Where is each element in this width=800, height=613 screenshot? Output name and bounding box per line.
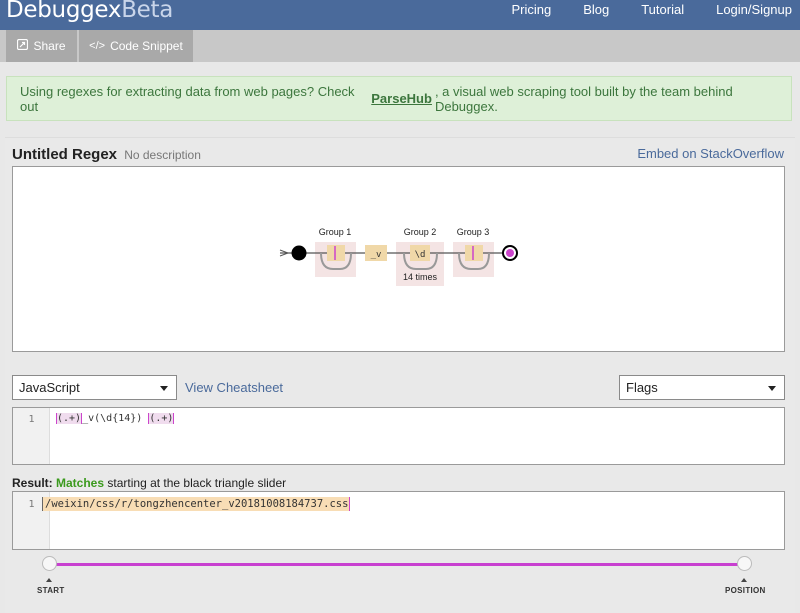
flags-value: Flags — [626, 380, 658, 395]
line-number: 1 — [28, 499, 35, 510]
parsehub-link[interactable]: ParseHub — [371, 91, 432, 106]
flags-select[interactable]: Flags — [619, 375, 785, 400]
logo[interactable]: DebuggexBeta — [6, 0, 173, 23]
g1-any-token — [327, 245, 345, 261]
flavor-value: JavaScript — [19, 380, 80, 395]
chevron-down-icon — [160, 386, 168, 391]
toolbar: Share </> Code Snippet — [0, 30, 800, 62]
group-2-label: Group 2 — [404, 227, 437, 237]
g3-any-token — [465, 245, 483, 261]
position-label: POSITION — [725, 586, 766, 595]
share-button[interactable]: Share — [6, 30, 77, 62]
regex-title: Untitled Regex No description — [12, 146, 201, 163]
banner-text-before: Using regexes for extracting data from w… — [20, 83, 355, 114]
top-navbar: DebuggexBeta Pricing Blog Tutorial Login… — [0, 0, 800, 30]
result-label: Result: Matches starting at the black tr… — [12, 476, 286, 490]
start-node — [291, 245, 307, 261]
nav-blog[interactable]: Blog — [583, 2, 610, 17]
regex-code[interactable]: (.+)_v(\d{14}) (.+) — [56, 413, 175, 424]
position-slider-handle[interactable] — [737, 556, 752, 571]
line-gutter — [13, 408, 50, 464]
railroad-diagram: Group 1 Group 2 Group 3 _v \d 14 times — [12, 166, 785, 352]
embed-stackoverflow-link[interactable]: Embed on StackOverflow — [637, 146, 784, 161]
result-prefix: Result: — [12, 476, 53, 490]
position-triangle-icon — [741, 578, 747, 582]
flavor-select[interactable]: JavaScript — [12, 375, 177, 400]
repeat-label: 14 times — [403, 272, 438, 282]
literal-code: _v — [81, 413, 95, 424]
regex-description[interactable]: No description — [124, 148, 201, 162]
literal-label: _v — [371, 250, 382, 260]
chevron-down-icon — [768, 386, 776, 391]
group-1-code: (.+) — [56, 413, 82, 424]
match-status: Matches — [56, 476, 105, 490]
group-3-code: (.+) — [148, 413, 175, 424]
start-slider-handle[interactable] — [42, 556, 57, 571]
cheatsheet-link[interactable]: View Cheatsheet — [185, 380, 284, 395]
logo-main: Debuggex — [6, 0, 122, 23]
code-icon: </> — [89, 40, 106, 52]
result-suffix: starting at the black triangle slider — [107, 476, 287, 490]
literal-token — [365, 245, 387, 261]
regex-input[interactable]: 1 (.+)_v(\d{14}) (.+) — [12, 407, 785, 465]
share-icon — [17, 38, 29, 53]
banner-text-after: , a visual web scraping tool built by th… — [434, 83, 733, 114]
test-string-text[interactable]: /weixin/css/r/tongzhencenter_v2018100818… — [42, 497, 351, 511]
digit-label: \d — [415, 250, 426, 260]
nav-tutorial[interactable]: Tutorial — [641, 2, 685, 17]
code-snippet-label: Code Snippet — [110, 39, 183, 53]
group-2-code: (\d{14}) — [94, 413, 143, 424]
start-triangle-icon — [46, 578, 52, 582]
group-1-label: Group 1 — [319, 227, 352, 237]
logo-beta: Beta — [121, 0, 174, 23]
nav-login-signup[interactable]: Login/Signup — [716, 2, 792, 17]
regex-title-text[interactable]: Untitled Regex — [12, 146, 118, 163]
line-number: 1 — [28, 414, 35, 425]
diagram-svg: Group 1 Group 2 Group 3 _v \d 14 times — [279, 227, 518, 286]
position-slider-track[interactable] — [48, 563, 745, 566]
promo-banner: Using regexes for extracting data from w… — [6, 76, 792, 121]
main-nav: Pricing Blog Tutorial Login/Signup — [479, 2, 792, 17]
digit-token — [410, 245, 430, 261]
start-label: START — [37, 586, 65, 595]
share-label: Share — [33, 39, 66, 53]
group-3-label: Group 3 — [457, 227, 490, 237]
nav-pricing[interactable]: Pricing — [511, 2, 552, 17]
code-snippet-button[interactable]: </> Code Snippet — [79, 30, 193, 62]
